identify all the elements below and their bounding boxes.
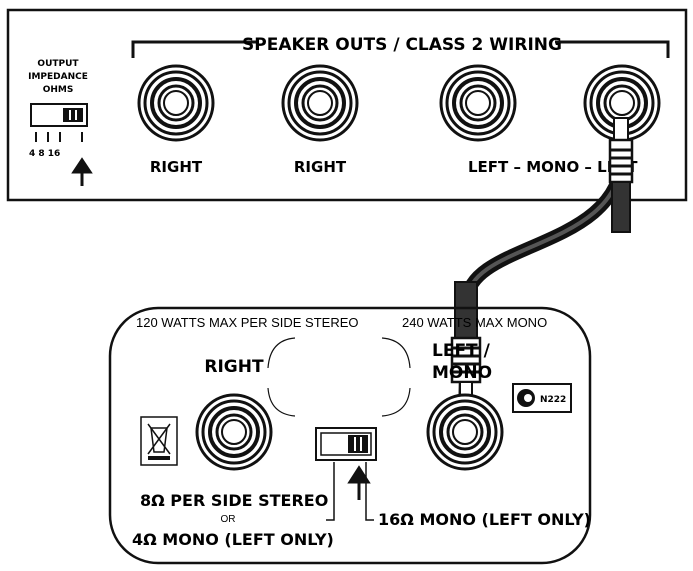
mono-rating: 240 WATTS MAX MONO bbox=[402, 315, 547, 330]
or-text: OR bbox=[221, 514, 236, 525]
svg-text:N222: N222 bbox=[540, 395, 566, 405]
mono-16-option: 16Ω MONO (LEFT ONLY) bbox=[378, 510, 591, 529]
amp-jack-right-2[interactable] bbox=[281, 64, 359, 142]
bracket-marks bbox=[267, 337, 411, 417]
switch-leader-lines bbox=[326, 462, 374, 521]
cab-left-mono-label-1: LEFT / bbox=[432, 341, 491, 361]
impedance-title-line3: OHMS bbox=[43, 85, 74, 95]
impedance-title-line2: IMPEDANCE bbox=[28, 72, 88, 82]
amp-jack-label-right-1: RIGHT bbox=[150, 158, 203, 176]
amp-jack-label-right-2: RIGHT bbox=[294, 158, 347, 176]
stereo-option: 8Ω PER SIDE STEREO bbox=[140, 491, 328, 510]
weee-bin-icon bbox=[140, 416, 178, 466]
switch-arrow bbox=[347, 465, 371, 500]
amp-jack-left-mono[interactable] bbox=[439, 64, 517, 142]
speaker-outs-bracket bbox=[131, 40, 670, 58]
impedance-ticks bbox=[35, 132, 83, 142]
impedance-title-line1: OUTPUT bbox=[37, 59, 79, 69]
impedance-arrow bbox=[71, 157, 93, 186]
impedance-switch[interactable] bbox=[30, 103, 88, 127]
cab-left-mono-label-2: MONO bbox=[432, 363, 492, 383]
speaker-outs-title: SPEAKER OUTS / CLASS 2 WIRING bbox=[242, 35, 562, 55]
speaker-cable bbox=[450, 117, 634, 401]
impedance-values: 4 8 16 bbox=[29, 149, 60, 159]
cert-badge: N222 bbox=[512, 383, 572, 413]
amp-jack-right-1[interactable] bbox=[137, 64, 215, 142]
cab-right-label: RIGHT bbox=[204, 357, 264, 377]
cabinet-mode-switch[interactable] bbox=[315, 427, 377, 461]
amp-jack-label-left-mono-left: LEFT – MONO – LEFT bbox=[468, 158, 638, 176]
cab-jack-left-mono[interactable] bbox=[426, 393, 504, 471]
stereo-rating: 120 WATTS MAX PER SIDE STEREO bbox=[136, 315, 359, 330]
cabinet-panel bbox=[108, 306, 592, 565]
cab-jack-right[interactable] bbox=[195, 393, 273, 471]
mono-left-option: 4Ω MONO (LEFT ONLY) bbox=[132, 530, 334, 549]
